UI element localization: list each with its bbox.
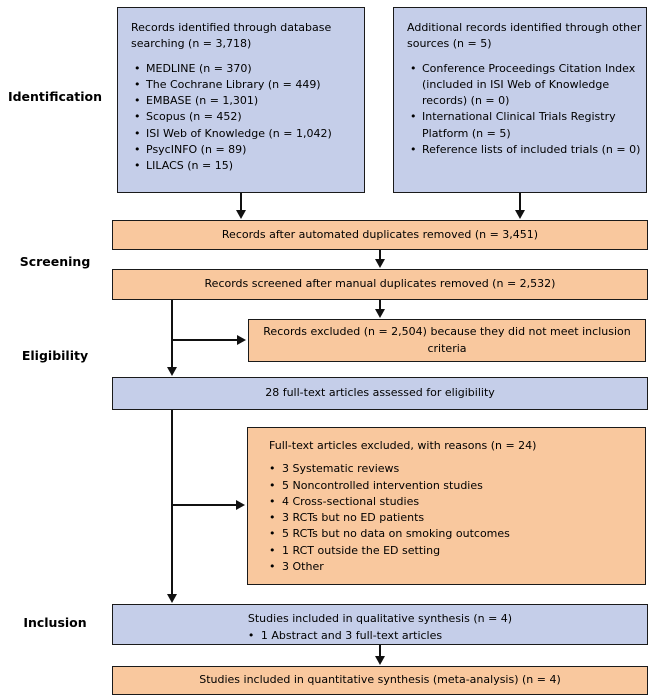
box-records-screened: Records screened after manual duplicates… xyxy=(112,269,648,300)
list-item-text: 5 Noncontrolled intervention studies xyxy=(282,478,483,492)
bullet-icon xyxy=(269,543,282,559)
box-records-database-searching: Records identified through database sear… xyxy=(117,7,365,193)
bullet-icon xyxy=(269,494,282,510)
stage-label-inclusion: Inclusion xyxy=(23,615,87,630)
list-item: The Cochrane Library (n = 449) xyxy=(131,77,360,93)
list-item-text: EMBASE (n = 1,301) xyxy=(146,94,259,108)
box-records-excluded: Records excluded (n = 2,504) because the… xyxy=(248,319,646,362)
bullet-list: 1 Abstract and 3 full-text articles xyxy=(248,627,512,644)
bullet-list: Conference Proceedings Citation Index (i… xyxy=(407,61,642,159)
list-item: Scopus (n = 452) xyxy=(131,109,360,125)
bullet-icon xyxy=(134,142,146,158)
list-item-text: Conference Proceedings Citation Index (i… xyxy=(422,61,636,108)
box-text: Studies included in quantitative synthes… xyxy=(199,673,561,687)
bullet-icon xyxy=(134,109,146,125)
bullet-list: 3 Systematic reviews 5 Noncontrolled int… xyxy=(269,461,637,575)
bullet-icon xyxy=(410,142,422,158)
bullet-icon xyxy=(410,109,422,142)
box-fulltext-excluded: Full-text articles excluded, with reason… xyxy=(247,427,646,585)
list-item: 1 Abstract and 3 full-text articles xyxy=(248,627,512,644)
box-title: Records identified through database sear… xyxy=(131,21,332,51)
box-title: Full-text articles excluded, with reason… xyxy=(269,439,537,452)
box-qualitative-synthesis: Studies included in qualitative synthesi… xyxy=(112,604,648,645)
list-item: LILACS (n = 15) xyxy=(131,158,360,174)
box-text-block: Studies included in qualitative synthesi… xyxy=(248,610,512,644)
bullet-icon xyxy=(269,461,282,477)
box-additional-records-other-sources: Additional records identified through ot… xyxy=(393,7,647,193)
list-item: PsycINFO (n = 89) xyxy=(131,142,360,158)
list-item: 3 RCTs but no ED patients xyxy=(269,510,637,526)
box-title: Studies included in qualitative synthesi… xyxy=(247,612,513,625)
bullet-icon xyxy=(134,61,146,77)
list-item-text: 1 Abstract and 3 full-text articles xyxy=(260,629,443,642)
list-item: International Clinical Trials Registry P… xyxy=(407,109,642,142)
bullet-icon xyxy=(269,526,282,542)
list-item-text: ISI Web of Knowledge (n = 1,042) xyxy=(146,126,332,140)
box-auto-duplicates-removed: Records after automated duplicates remov… xyxy=(112,220,648,250)
bullet-icon xyxy=(269,510,282,526)
list-item-text: The Cochrane Library (n = 449) xyxy=(146,77,321,91)
list-item-text: 3 Other xyxy=(282,560,324,574)
box-text: Records after automated duplicates remov… xyxy=(221,227,539,241)
bullet-icon xyxy=(410,61,422,110)
list-item-text: 1 RCT outside the ED setting xyxy=(282,543,441,557)
list-item: Reference lists of included trials (n = … xyxy=(407,142,642,158)
list-item-text: 4 Cross-sectional studies xyxy=(282,494,420,508)
bullet-icon xyxy=(134,126,146,142)
list-item-text: 5 RCTs but no data on smoking outcomes xyxy=(282,527,510,541)
box-title: Additional records identified through ot… xyxy=(407,21,642,51)
list-item: 5 Noncontrolled intervention studies xyxy=(269,478,637,494)
box-quantitative-synthesis: Studies included in quantitative synthes… xyxy=(112,666,648,695)
box-text: Records screened after manual duplicates… xyxy=(204,277,556,291)
list-item: 5 RCTs but no data on smoking outcomes xyxy=(269,526,637,542)
box-text: Records excluded (n = 2,504) because the… xyxy=(263,325,631,355)
stage-label-eligibility: Eligibility xyxy=(21,348,89,363)
stage-label-screening: Screening xyxy=(19,254,91,269)
list-item-text: Scopus (n = 452) xyxy=(146,110,242,124)
list-item: 3 Other xyxy=(269,559,637,575)
list-item: Conference Proceedings Citation Index (i… xyxy=(407,61,642,110)
box-text: 28 full-text articles assessed for eligi… xyxy=(265,386,495,400)
bullet-icon xyxy=(269,478,282,494)
list-item: MEDLINE (n = 370) xyxy=(131,61,360,77)
list-item-text: MEDLINE (n = 370) xyxy=(146,61,252,75)
list-item-text: Reference lists of included trials (n = … xyxy=(422,143,641,157)
list-item-text: PsycINFO (n = 89) xyxy=(146,143,247,157)
bullet-icon xyxy=(269,559,282,575)
list-item-text: 3 Systematic reviews xyxy=(282,462,400,476)
list-item-text: LILACS (n = 15) xyxy=(146,159,234,173)
bullet-icon xyxy=(134,158,146,174)
list-item: 3 Systematic reviews xyxy=(269,461,637,477)
list-item-text: International Clinical Trials Registry P… xyxy=(422,110,616,140)
list-item-text: 3 RCTs but no ED patients xyxy=(282,511,425,525)
list-item: EMBASE (n = 1,301) xyxy=(131,93,360,109)
bullet-list: MEDLINE (n = 370) The Cochrane Library (… xyxy=(131,61,360,175)
list-item: 4 Cross-sectional studies xyxy=(269,494,637,510)
bullet-icon xyxy=(248,627,261,644)
list-item: ISI Web of Knowledge (n = 1,042) xyxy=(131,126,360,142)
stage-label-identification: Identification xyxy=(7,89,103,104)
box-fulltext-assessed: 28 full-text articles assessed for eligi… xyxy=(112,377,648,410)
bullet-icon xyxy=(134,77,146,93)
bullet-icon xyxy=(134,93,146,109)
list-item: 1 RCT outside the ED setting xyxy=(269,543,637,559)
